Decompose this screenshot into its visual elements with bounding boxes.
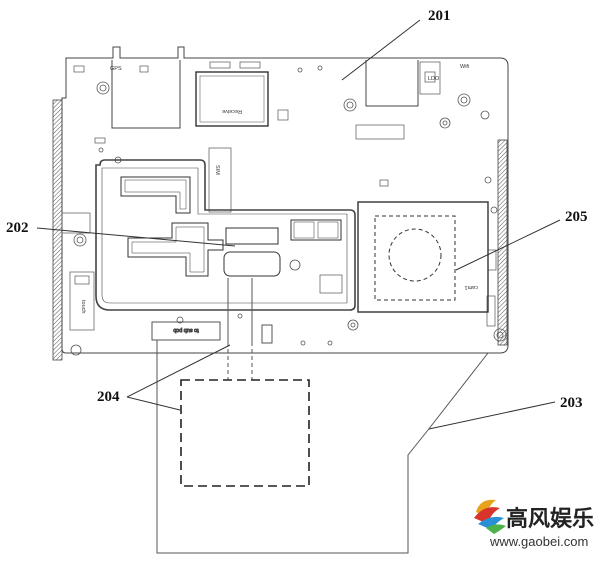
gps-label: GPS <box>110 66 122 72</box>
smd-components <box>61 61 497 331</box>
ldo-label: LDO <box>428 76 440 82</box>
leader-lines <box>36 19 561 430</box>
right-rail <box>497 139 508 346</box>
ref-203: 203 <box>560 395 583 411</box>
leader-205 <box>455 219 561 271</box>
camera-module-205 <box>357 201 489 313</box>
receiver-module: Receive <box>195 71 269 127</box>
leader-202 <box>36 227 236 247</box>
watermark: 高风娱乐 www.gaobei.com <box>474 499 594 549</box>
dashed-component-204 <box>180 379 310 487</box>
wifi-label: Wifi <box>460 64 469 70</box>
cam-label: cam1 <box>465 284 478 290</box>
shield-inner-blocks <box>120 176 342 277</box>
sub-pcb-label: to sub pcb <box>173 327 198 333</box>
leader-201 <box>341 19 421 81</box>
sub-pcb-connector: to sub pcb <box>151 321 273 344</box>
fpc-flex-cable <box>156 278 489 554</box>
ref-205: 205 <box>565 209 588 225</box>
touch-label: touch <box>80 300 86 313</box>
shield-can <box>95 159 356 311</box>
watermark-text: 高风娱乐 <box>506 506 594 532</box>
ref-204: 204 <box>97 389 120 405</box>
leader-203 <box>428 401 556 430</box>
sim-label: SIM <box>214 165 220 175</box>
leader-204b <box>126 396 181 411</box>
ref-201: 201 <box>428 8 451 24</box>
watermark-logo-icon <box>474 499 506 534</box>
watermark-url: www.gaobei.com <box>489 534 588 549</box>
receiver-label: Receive <box>222 108 242 114</box>
screw-holes <box>70 65 507 356</box>
main-board <box>61 46 509 354</box>
leader-204a <box>126 344 231 398</box>
ref-202: 202 <box>6 220 29 236</box>
